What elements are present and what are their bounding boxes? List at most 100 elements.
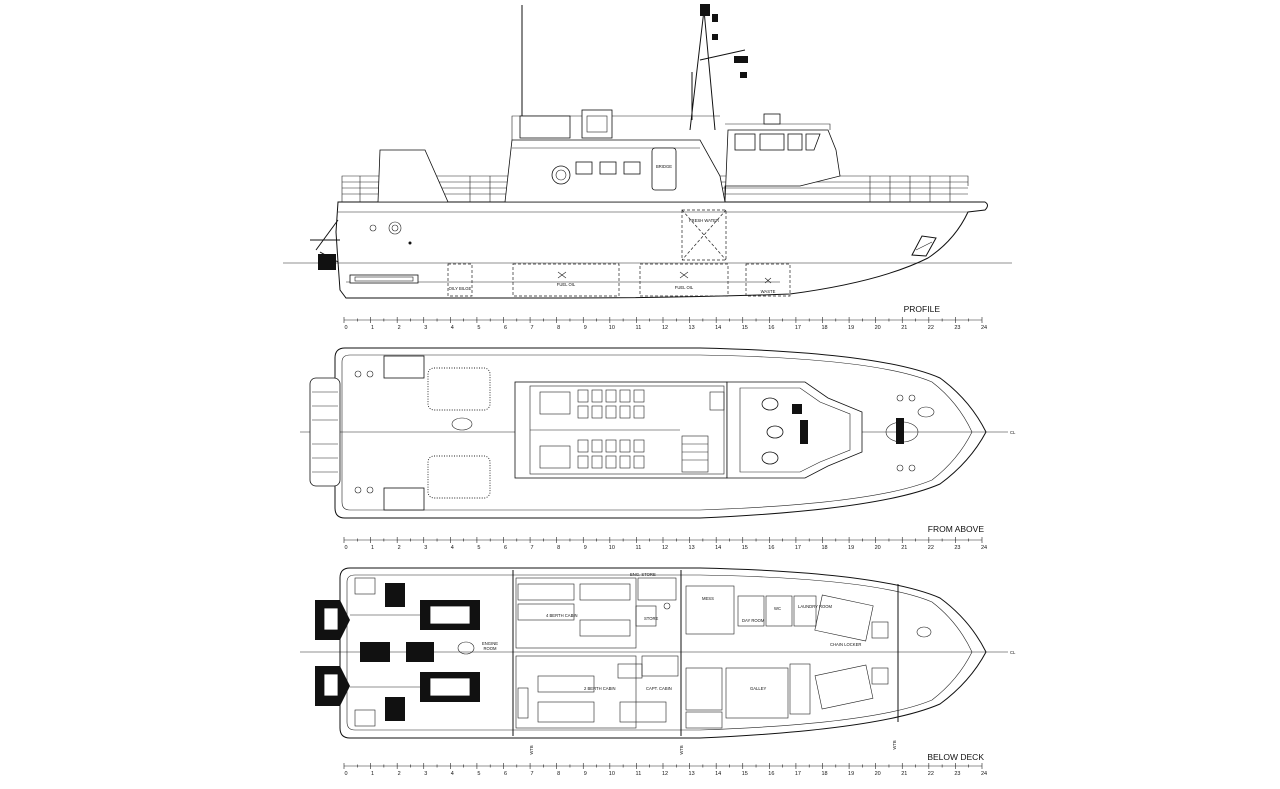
scale-tick-label: 3 bbox=[424, 545, 427, 551]
scale-tick-label: 12 bbox=[662, 771, 668, 777]
plan-view-from-above: CL bbox=[300, 347, 1016, 551]
scale-tick-label: 21 bbox=[901, 325, 907, 331]
scale-tick-label: 10 bbox=[609, 545, 615, 551]
bridge-label: BRIDGE bbox=[656, 164, 672, 169]
fuel-oil-label: FUEL OIL bbox=[675, 285, 694, 290]
scale-tick-label: 10 bbox=[609, 771, 615, 777]
scale-tick-label: 6 bbox=[504, 545, 507, 551]
cabin-label: 2 BERTH CABIN bbox=[584, 686, 616, 691]
wtb-label: WTB bbox=[529, 745, 534, 755]
aft-a-frame bbox=[377, 149, 449, 203]
scale-tick-label: 9 bbox=[584, 545, 587, 551]
scale-tick-label: 13 bbox=[689, 325, 695, 331]
scale-tick-label: 18 bbox=[821, 325, 827, 331]
wheelhouse-plan bbox=[726, 381, 863, 479]
scale-tick-label: 0 bbox=[344, 325, 347, 331]
waste-label: WASTE bbox=[761, 289, 776, 294]
engine-room-machinery bbox=[315, 577, 480, 727]
deck-hatch bbox=[427, 455, 491, 499]
accommodation-forward bbox=[685, 585, 889, 729]
cabin-label: CAPT. CABIN bbox=[646, 686, 672, 691]
scale-tick-label: 18 bbox=[821, 771, 827, 777]
deck-outline bbox=[334, 347, 987, 519]
day-room-label: DAY ROOM bbox=[742, 618, 765, 623]
scale-tick-label: 1 bbox=[371, 325, 374, 331]
centerline-label: CL bbox=[1010, 430, 1016, 435]
scale-tick-label: 17 bbox=[795, 325, 801, 331]
scale-tick-label: 5 bbox=[477, 771, 480, 777]
porthole bbox=[551, 165, 571, 185]
fuel-oil-label: FUEL OIL bbox=[557, 282, 576, 287]
scale-tick-label: 2 bbox=[398, 771, 401, 777]
scale-tick-label: 7 bbox=[531, 545, 534, 551]
scale-tick-label: 14 bbox=[715, 325, 721, 331]
scale-tick-label: 4 bbox=[451, 771, 454, 777]
scale-tick-label: 24 bbox=[981, 771, 987, 777]
scale-tick-label: 14 bbox=[715, 545, 721, 551]
scale-tick-label: 0 bbox=[344, 771, 347, 777]
scale-tick-label: 15 bbox=[742, 325, 748, 331]
chain-locker-label: CHAIN LOCKER bbox=[830, 642, 861, 647]
scale-tick-label: 15 bbox=[742, 771, 748, 777]
scale-tick-label: 17 bbox=[795, 771, 801, 777]
engine-room-label: ENGINE bbox=[482, 641, 498, 646]
scale-tick-label: 22 bbox=[928, 545, 934, 551]
scale-tick-label: 22 bbox=[928, 771, 934, 777]
scale-tick-label: 9 bbox=[584, 325, 587, 331]
scale-tick-label: 19 bbox=[848, 325, 854, 331]
scale-tick-label: 23 bbox=[954, 545, 960, 551]
laundry-label: LAUNDRY ROOM bbox=[798, 604, 833, 609]
scale-tick-label: 1 bbox=[371, 771, 374, 777]
scale-tick-label: 19 bbox=[848, 545, 854, 551]
aft-swim-platform bbox=[309, 377, 341, 487]
scale-tick-label: 6 bbox=[504, 325, 507, 331]
stairwell bbox=[681, 435, 709, 473]
scale-tick-label: 10 bbox=[609, 325, 615, 331]
scale-tick-label: 19 bbox=[848, 771, 854, 777]
scale-tick-label: 1 bbox=[371, 545, 374, 551]
scale-tick-label: 16 bbox=[768, 545, 774, 551]
cabin-label: 4 BERTH CABIN bbox=[546, 613, 578, 618]
from-above-view-title: FROM ABOVE bbox=[928, 524, 985, 534]
fresh-water-label: FRESH WATER bbox=[689, 218, 719, 223]
store-label: STORE bbox=[644, 616, 659, 621]
scale-tick-label: 5 bbox=[477, 545, 480, 551]
below-deck-view-title: BELOW DECK bbox=[927, 752, 984, 762]
scale-tick-label: 15 bbox=[742, 545, 748, 551]
scale-tick-label: 24 bbox=[981, 325, 987, 331]
scale-tick-label: 2 bbox=[398, 545, 401, 551]
plan-view-below-deck: CL ENGINE ROOM bbox=[300, 567, 1016, 777]
scale-tick-label: 14 bbox=[715, 771, 721, 777]
scale-tick-label: 24 bbox=[981, 545, 987, 551]
scale-tick-label: 8 bbox=[557, 545, 560, 551]
scale-tick-label: 23 bbox=[954, 325, 960, 331]
scale-tick-label: 22 bbox=[928, 325, 934, 331]
scale-tick-label: 20 bbox=[875, 771, 881, 777]
scale-tick-label: 5 bbox=[477, 325, 480, 331]
scale-tick-label: 20 bbox=[875, 545, 881, 551]
wc-label: WC bbox=[774, 606, 781, 611]
scale-tick-label: 8 bbox=[557, 325, 560, 331]
scale-tick-label: 21 bbox=[901, 545, 907, 551]
scale-tick-label: 9 bbox=[584, 771, 587, 777]
wtb-label: WTB bbox=[892, 740, 897, 750]
scale-tick-label: 13 bbox=[689, 545, 695, 551]
galley-label: GALLEY bbox=[750, 686, 767, 691]
oily-bilge-label: OILY BILGE bbox=[449, 286, 472, 291]
eng-store-label: ENG. STORE bbox=[630, 572, 656, 577]
scale-tick-label: 23 bbox=[954, 771, 960, 777]
scale-tick-label: 20 bbox=[875, 325, 881, 331]
scale-tick-label: 16 bbox=[768, 771, 774, 777]
scale-tick-label: 11 bbox=[636, 771, 642, 777]
scale-tick-label: 16 bbox=[768, 325, 774, 331]
scale-tick-label: 3 bbox=[424, 325, 427, 331]
scale-tick-label: 18 bbox=[821, 545, 827, 551]
scale-tick-label: 13 bbox=[689, 771, 695, 777]
scale-tick-label: 12 bbox=[662, 325, 668, 331]
main-mast bbox=[689, 9, 746, 131]
scale-tick-label: 0 bbox=[344, 545, 347, 551]
